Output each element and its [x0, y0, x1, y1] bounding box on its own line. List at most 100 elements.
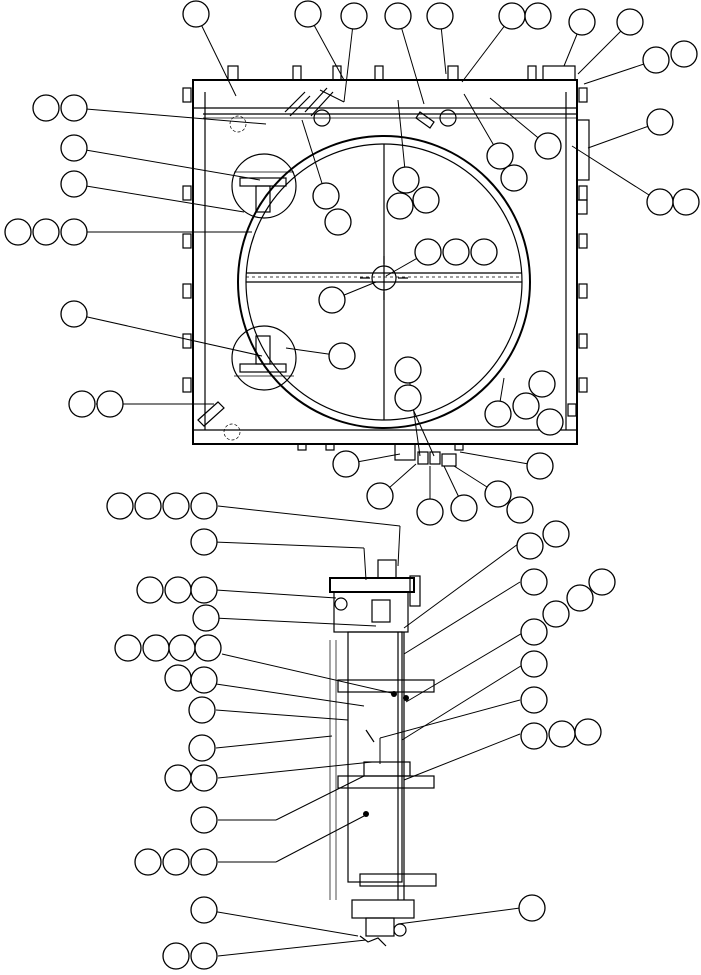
upper-port [334, 597, 348, 611]
drain-hose [359, 935, 387, 947]
left-mounting-tabs [182, 87, 192, 393]
callout-balloon-43 [536, 408, 564, 436]
callout-balloon-38 [394, 356, 422, 384]
callout-balloon-8 [568, 8, 596, 36]
callout-balloon-73 [520, 650, 548, 678]
callout-balloon-51 [106, 492, 134, 520]
callout-balloon-21 [60, 170, 88, 198]
callout-balloon-33 [318, 286, 346, 314]
callout-balloon-71 [164, 664, 192, 692]
callout-balloon-53 [162, 492, 190, 520]
callout-balloon-22 [4, 218, 32, 246]
vent-tube-right [304, 87, 334, 117]
callout-balloon-69 [194, 634, 222, 662]
callout-balloon-13 [486, 142, 514, 170]
callout-balloon-87 [518, 894, 546, 922]
cooler-top-cap [329, 577, 415, 593]
bottom-fittings [297, 443, 464, 467]
callout-balloon-24 [60, 218, 88, 246]
callout-balloon-26 [324, 208, 352, 236]
callout-balloon-59 [164, 576, 192, 604]
bleed-screw [365, 729, 375, 743]
radiator-assembly [182, 65, 590, 467]
callout-balloon-29 [412, 186, 440, 214]
callout-balloon-55 [190, 528, 218, 556]
callout-balloon-68 [168, 634, 196, 662]
callout-balloon-12 [534, 132, 562, 160]
callout-balloon-15 [646, 108, 674, 136]
callout-balloon-75 [520, 686, 548, 714]
callout-balloon-54 [190, 492, 218, 520]
callout-balloon-37 [96, 390, 124, 418]
callout-balloon-42 [512, 392, 540, 420]
callout-balloon-10 [642, 46, 670, 74]
filler-neck [542, 65, 576, 81]
callout-balloon-48 [450, 494, 478, 522]
callout-balloon-23 [32, 218, 60, 246]
callout-balloon-47 [416, 498, 444, 526]
callout-balloon-72 [190, 666, 218, 694]
callout-balloon-40 [528, 370, 556, 398]
band-clamp-1 [337, 679, 435, 693]
callout-balloon-31 [442, 238, 470, 266]
callout-balloon-25 [312, 182, 340, 210]
lower-valve [365, 917, 395, 937]
callout-balloon-76 [188, 734, 216, 762]
callout-balloons [4, 0, 700, 970]
callout-balloon-60 [190, 576, 218, 604]
callout-balloon-17 [672, 188, 700, 216]
callout-balloon-58 [136, 576, 164, 604]
callout-balloon-89 [190, 942, 218, 970]
callout-balloon-39 [394, 384, 422, 412]
callout-balloon-63 [566, 584, 594, 612]
radiator-frame [192, 79, 578, 445]
top-port-right [439, 109, 457, 127]
callout-balloon-77 [520, 722, 548, 750]
callout-balloon-36 [68, 390, 96, 418]
callout-balloon-9 [616, 8, 644, 36]
callout-balloon-19 [60, 94, 88, 122]
callout-balloon-41 [484, 400, 512, 428]
callout-balloon-4 [384, 2, 412, 30]
callout-balloon-44 [332, 450, 360, 478]
callout-balloon-6 [498, 2, 526, 30]
callout-balloon-85 [190, 848, 218, 876]
top-cap-fitting [377, 559, 397, 579]
callout-balloon-28 [386, 192, 414, 220]
callout-balloon-62 [542, 600, 570, 628]
drain-bracket [197, 401, 225, 427]
callout-balloon-81 [190, 764, 218, 792]
callout-balloon-16 [646, 188, 674, 216]
callout-balloon-35 [60, 300, 88, 328]
fan-hub [371, 265, 397, 291]
callout-balloon-34 [328, 342, 356, 370]
callout-balloon-5 [426, 2, 454, 30]
callout-balloon-65 [192, 604, 220, 632]
callout-balloon-30 [414, 238, 442, 266]
oil-cooler-assembly [329, 559, 437, 947]
top-side-bracket [409, 575, 421, 607]
callout-balloon-80 [164, 764, 192, 792]
callout-balloon-2 [294, 0, 322, 28]
band-clamp-2 [337, 775, 435, 789]
callout-balloon-1 [182, 0, 210, 28]
detail-bottom-plate [239, 363, 287, 373]
callout-balloon-86 [190, 896, 218, 924]
callout-balloon-11 [670, 40, 698, 68]
top-fittings [227, 65, 576, 129]
callout-balloon-82 [190, 806, 218, 834]
callout-balloon-27 [392, 166, 420, 194]
side-bracket [576, 119, 590, 181]
callout-balloon-57 [542, 520, 570, 548]
detail-bottom-post [255, 335, 271, 365]
detail-circle-top [231, 153, 297, 219]
callout-balloon-49 [484, 480, 512, 508]
vent-tube-left [284, 91, 311, 117]
callout-balloon-84 [162, 848, 190, 876]
callout-balloon-3 [340, 2, 368, 30]
cooler-core [347, 631, 403, 883]
callout-balloon-14 [500, 164, 528, 192]
detail-top-post [255, 185, 271, 213]
